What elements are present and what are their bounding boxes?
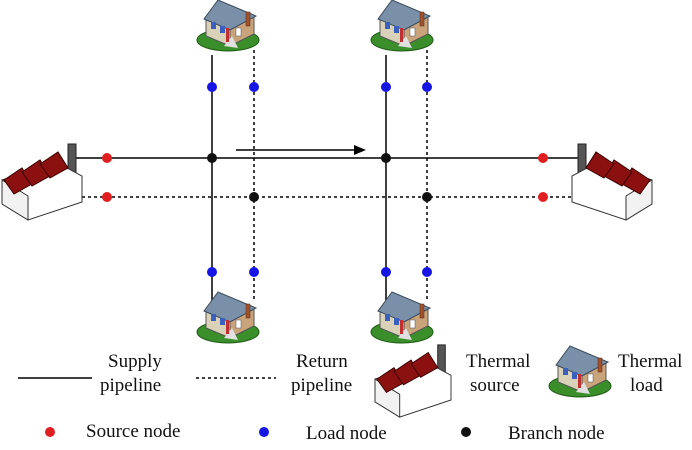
legend-source-node-label: Source node (86, 421, 180, 442)
legend-return-label-1: Return (296, 351, 348, 372)
legend-house-icon (548, 345, 612, 398)
legend-thermal-load-label-1: Thermal (618, 351, 682, 372)
thermal-load-top-left-icon (196, 0, 260, 52)
branch-node (207, 153, 217, 163)
flow-direction-arrow (236, 145, 366, 155)
source-node (538, 192, 548, 202)
thermal-load-bottom-right-icon (370, 291, 434, 344)
source-node (102, 192, 112, 202)
load-node (207, 82, 217, 92)
legend-factory-icon (374, 344, 452, 418)
legend-return-label-2: pipeline (291, 375, 352, 396)
legend-branch-node-dot (461, 427, 471, 437)
branch-node (422, 192, 432, 202)
legend-supply-label-2: pipeline (100, 375, 161, 396)
source-node (538, 153, 548, 163)
legend-load-node-dot (259, 427, 269, 437)
branch-node (249, 192, 259, 202)
legend-branch-node-label: Branch node (508, 423, 605, 444)
legend-thermal-load-label-2: load (630, 375, 663, 396)
load-node (381, 267, 391, 277)
branch-node (381, 153, 391, 163)
load-node (422, 82, 432, 92)
legend-load-node-label: Load node (306, 423, 387, 444)
legend: Supply pipeline Return pipeline Thermal … (18, 344, 682, 444)
load-node (249, 267, 259, 277)
source-node (102, 153, 112, 163)
thermal-source-right-icon (571, 143, 653, 221)
thermal-load-bottom-left-icon (196, 291, 260, 344)
thermal-load-top-right-icon (370, 0, 434, 52)
thermal-source-left-icon (1, 143, 83, 221)
legend-supply-label-1: Supply (108, 351, 162, 372)
load-node (422, 267, 432, 277)
load-node (207, 267, 217, 277)
legend-thermal-source-label-1: Thermal (466, 351, 530, 372)
legend-source-node-dot (45, 427, 55, 437)
load-node (381, 82, 391, 92)
legend-thermal-source-label-2: source (470, 375, 520, 396)
load-node (249, 82, 259, 92)
